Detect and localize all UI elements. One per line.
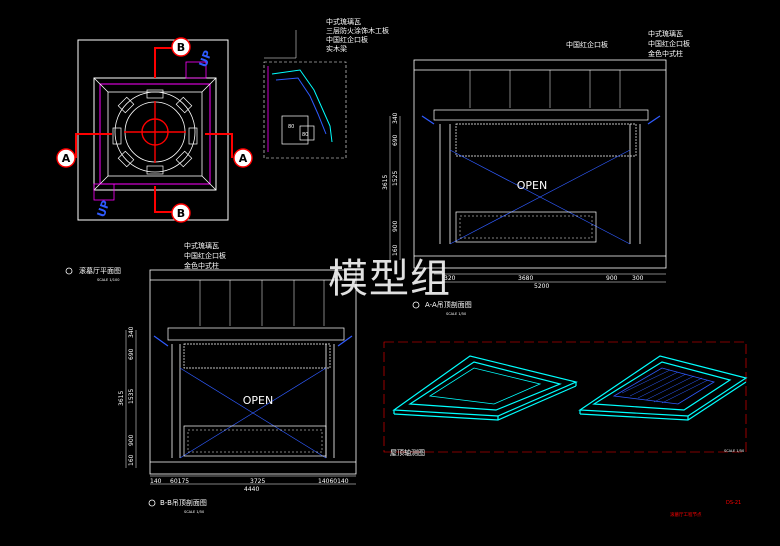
- bb-hdim-4: 14060140: [318, 478, 349, 485]
- bb-note-1: 中式琉璃瓦: [184, 241, 219, 250]
- bb-vdim-total: 3615: [118, 391, 125, 406]
- detail-dim-1: 80: [288, 124, 294, 130]
- section-aa: [389, 59, 667, 283]
- bb-scale: SCALE 1/50: [184, 510, 204, 514]
- roof-axonometric: [383, 341, 748, 453]
- stair-up-label-bottom: UP: [95, 199, 113, 219]
- bb-note-3: 金色中式柱: [184, 261, 219, 270]
- bb-hdim-1: 140: [150, 478, 162, 485]
- axon-scale: SCALE 1/50: [724, 449, 744, 453]
- detail-note-4: 实木梁: [326, 44, 347, 53]
- eave-detail: [263, 30, 347, 159]
- aa-note-right-2: 中国红企口板: [648, 39, 690, 48]
- section-marker-a-left[interactable]: A: [62, 152, 71, 165]
- section-marker-b-bottom[interactable]: B: [177, 207, 185, 220]
- plan-scale: SCALE 1/100: [97, 278, 119, 282]
- bb-hdim-total: 4440: [244, 486, 259, 493]
- aa-note-right-3: 金色中式柱: [648, 49, 683, 58]
- axon-title: 屋顶轴测图: [390, 448, 425, 457]
- bb-vdim-3: 1535: [128, 389, 135, 404]
- detail-note-3: 中国红企口板: [326, 35, 368, 44]
- bb-note-2: 中国红企口板: [184, 251, 226, 260]
- watermark: 模型组: [328, 256, 451, 302]
- sheet-name: 滚墓厅工程节点: [670, 511, 702, 518]
- stair-up-label-top: UP: [197, 49, 215, 69]
- title-bullet-icon: [148, 499, 156, 507]
- aa-vdim-total: 3615: [382, 175, 389, 190]
- section-bb: [125, 269, 357, 485]
- section-marker-b-top[interactable]: B: [177, 41, 185, 54]
- bb-open-label: OPEN: [243, 394, 273, 407]
- bb-vdim-5: 160: [128, 454, 135, 466]
- bb-title: B-B吊顶剖面图: [160, 498, 207, 507]
- bb-vdim-4: 900: [128, 434, 135, 446]
- title-bullet-icon: [412, 301, 420, 309]
- aa-hdim-3: 900: [606, 275, 618, 282]
- bb-vdim-2: 690: [128, 348, 135, 360]
- detail-dim-2: 80: [302, 132, 308, 138]
- section-marker-a-right[interactable]: A: [239, 152, 248, 165]
- title-bullet-icon: [65, 267, 73, 275]
- aa-vdim-1: 340: [392, 112, 399, 124]
- aa-vdim-2: 690: [392, 134, 399, 146]
- aa-note-right-1: 中式琉璃瓦: [648, 29, 683, 38]
- aa-hdim-2: 3680: [518, 275, 533, 282]
- aa-open-label: OPEN: [517, 179, 547, 192]
- bb-vdim-1: 340: [128, 326, 135, 338]
- aa-vdim-5: 160: [392, 244, 399, 256]
- aa-note-left: 中国红企口板: [566, 40, 608, 49]
- aa-hdim-4: 300: [632, 275, 644, 282]
- aa-hdim-total: 5200: [534, 283, 549, 290]
- plan-title: 滚墓厅平面图: [79, 266, 121, 275]
- bb-hdim-2: 60175: [170, 478, 189, 485]
- floor-plan: [56, 37, 253, 223]
- aa-vdim-3: 1525: [392, 171, 399, 186]
- bb-hdim-3: 3725: [250, 478, 265, 485]
- sheet-number: DS-21: [726, 500, 741, 506]
- detail-note-1: 中式琉璃瓦: [326, 17, 361, 26]
- aa-vdim-4: 900: [392, 220, 399, 232]
- aa-hdim-1: 320: [444, 275, 456, 282]
- detail-note-2: 三层防火涂饰木工板: [326, 26, 389, 35]
- aa-scale: SCALE 1/50: [446, 312, 466, 316]
- aa-title: A-A吊顶剖面图: [425, 300, 472, 309]
